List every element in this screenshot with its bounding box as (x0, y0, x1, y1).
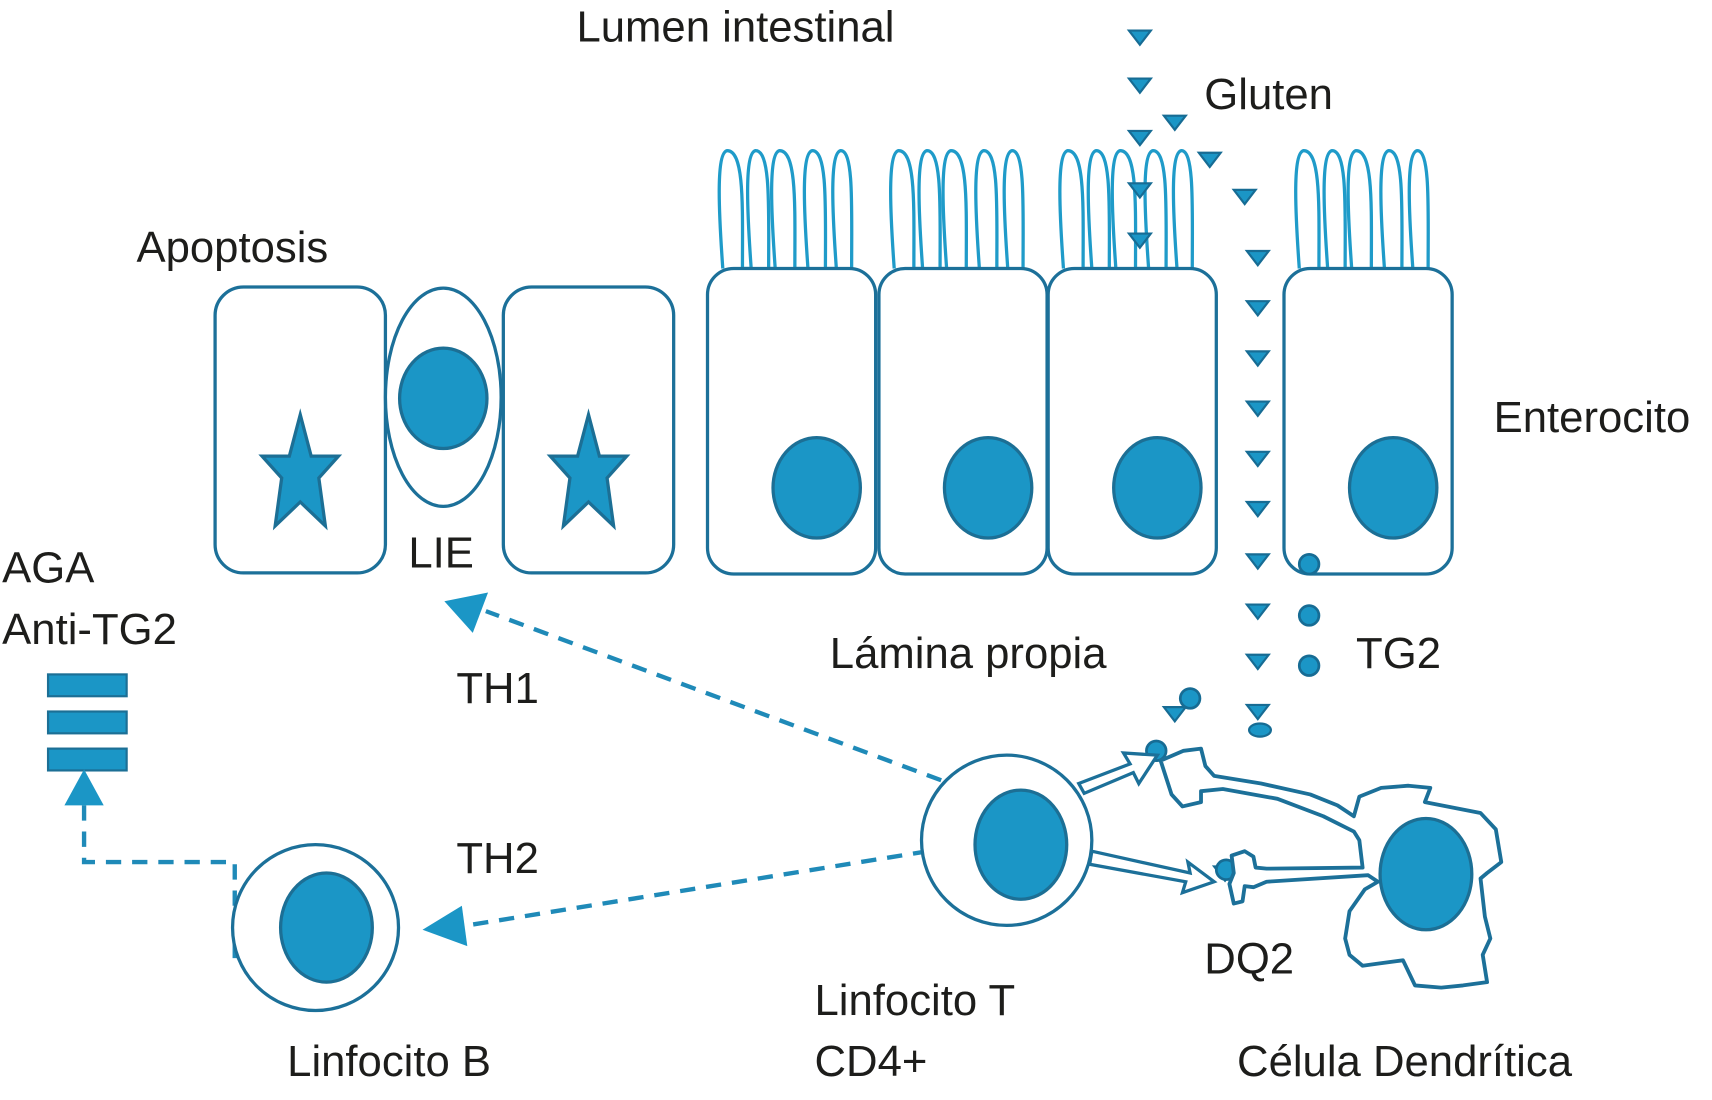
label-dq2: DQ2 (1204, 934, 1294, 983)
enterocytes (705, 148, 1454, 576)
microvilli (889, 148, 1025, 271)
tg2-dot-icon (1297, 604, 1321, 627)
gluten-triangle-icon (1244, 249, 1271, 267)
gluten-triangle-icon (1244, 653, 1271, 671)
apoptosis-star-icon (546, 408, 631, 531)
microvilli (717, 148, 854, 271)
enterocyte-nucleus (942, 435, 1034, 540)
gluten-triangle-icon (1126, 77, 1154, 95)
enterocyte-nucleus (1112, 435, 1203, 540)
gluten-triangle-icon (1244, 603, 1271, 621)
label-linfocito-b: Linfocito B (287, 1037, 491, 1086)
gluten-peptides (1126, 29, 1272, 883)
tg2-dot-icon (1178, 687, 1202, 710)
gluten-triangle-icon (1161, 706, 1188, 724)
arrow-th1-to-lie (444, 592, 942, 783)
gluten-triangle-icon (1126, 232, 1154, 250)
enterocyte-nucleus (771, 435, 863, 540)
label-celula-dendritica: Célula Dendrítica (1237, 1037, 1573, 1086)
gluten-triangle-icon (1244, 450, 1271, 468)
enterocyte (1046, 148, 1218, 576)
gluten-triangle-icon (1244, 400, 1271, 418)
label-th2: TH2 (456, 834, 539, 883)
gluten-triangle-icon (1126, 182, 1154, 200)
tg2-dot-icon (1297, 654, 1321, 677)
gluten-triangle-icon (1244, 300, 1271, 318)
antibody-bars (46, 673, 128, 772)
label-aga: AGA (2, 544, 95, 593)
label-enterocito: Enterocito (1494, 393, 1691, 442)
t-lymphocyte-cd4 (919, 753, 1094, 928)
label-lie: LIE (408, 528, 474, 577)
tg2-dot-icon (1297, 553, 1321, 576)
label-lamina-propia: Lámina propia (830, 629, 1107, 678)
gluten-triangle-icon (1244, 553, 1271, 571)
gluten-fragment (1247, 722, 1272, 738)
hollow-arrow-lower (1087, 849, 1218, 896)
intraepithelial-lymphocyte (383, 286, 503, 508)
gluten-triangle-icon (1126, 129, 1154, 147)
label-cd4: CD4+ (815, 1037, 928, 1086)
gluten-triangle-icon (1231, 188, 1258, 206)
label-apoptosis: Apoptosis (136, 223, 328, 272)
dendritic-nucleus (1378, 816, 1474, 932)
label-anti-tg2: Anti-TG2 (2, 605, 177, 654)
enterocyte (705, 148, 878, 576)
apoptotic-cell (213, 285, 388, 575)
enterocyte (877, 148, 1049, 576)
enterocyte-nucleus (1347, 435, 1439, 540)
apoptosis-star-icon (258, 408, 343, 531)
label-lumen-intestinal: Lumen intestinal (576, 2, 894, 51)
label-th1: TH1 (456, 664, 539, 713)
gluten-triangle-icon (1244, 350, 1271, 368)
label-linfocito-t: Linfocito T (815, 976, 1016, 1025)
label-tg2: TG2 (1356, 629, 1441, 678)
antibody-bar (46, 747, 128, 772)
enterocyte (1282, 148, 1454, 576)
microvilli (1294, 148, 1430, 271)
antibody-bar (46, 673, 128, 698)
antibody-bar (46, 710, 128, 735)
label-gluten: Gluten (1204, 70, 1333, 119)
arrow-b-cell-to-antibodies (64, 769, 237, 959)
arrow-th2-to-b-cell (422, 849, 929, 947)
gluten-triangle-icon (1244, 703, 1271, 721)
b-lymphocyte (230, 843, 401, 1013)
microvilli (1058, 148, 1195, 271)
gluten-triangle-icon (1126, 29, 1154, 47)
gluten-triangle-icon (1244, 500, 1271, 518)
gluten-triangle-icon (1196, 151, 1223, 169)
apoptotic-cell (501, 285, 676, 575)
gluten-triangle-icon (1161, 114, 1188, 132)
hollow-arrow-upper (1076, 751, 1161, 796)
